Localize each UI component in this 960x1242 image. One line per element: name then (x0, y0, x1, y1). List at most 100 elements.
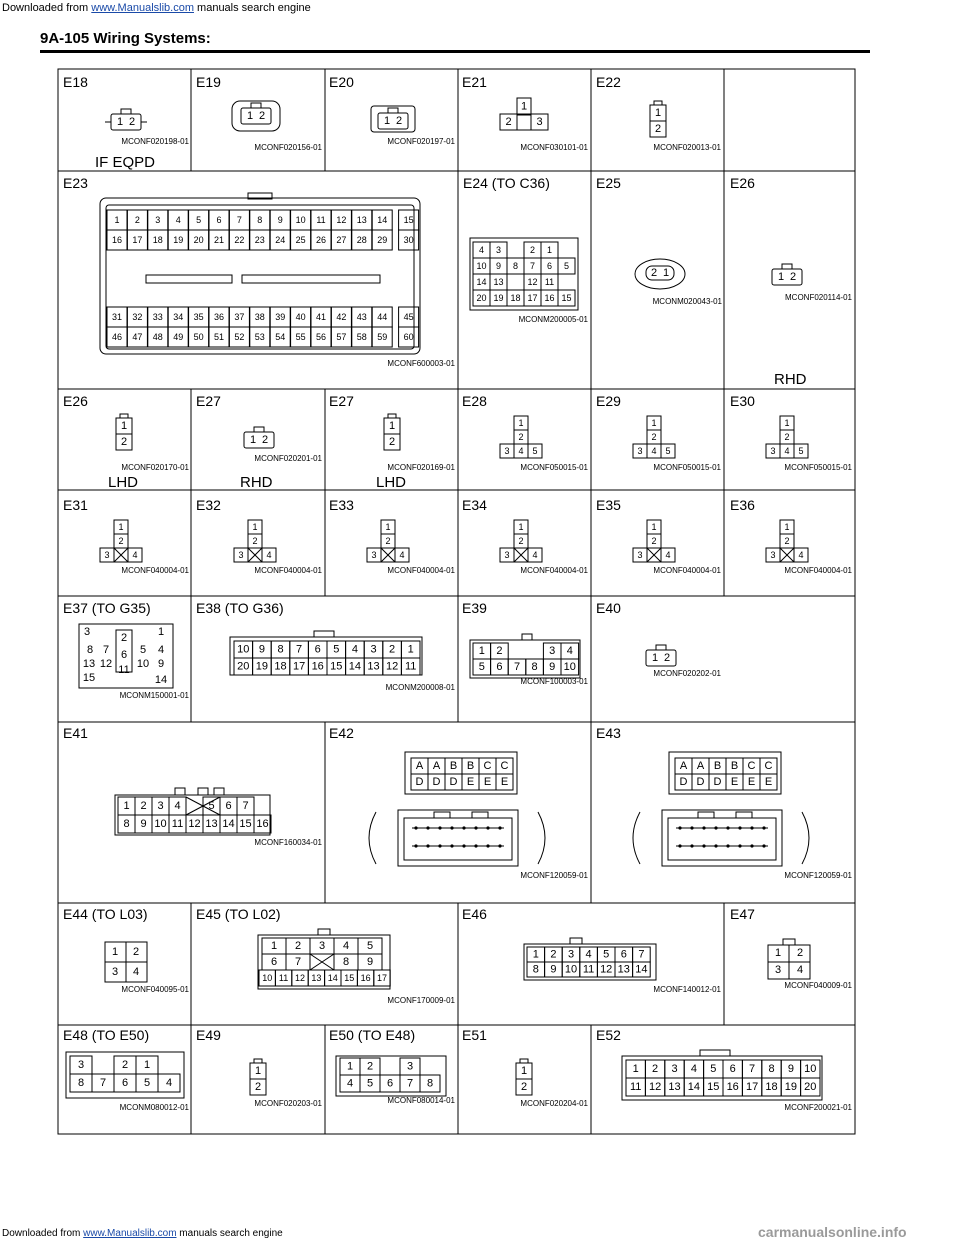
pin-label: 14 (222, 818, 234, 830)
outline-rect (800, 1077, 821, 1097)
pin-dot (462, 844, 466, 848)
pin-label: 6 (225, 800, 231, 812)
pin-label: 12 (188, 818, 200, 830)
pin-label: 2 (518, 536, 523, 546)
pin-label: 34 (173, 312, 183, 322)
outline-rect (557, 257, 576, 275)
pin-dot (462, 826, 466, 830)
outline-rect (781, 263, 793, 270)
pin-label: 6 (496, 661, 502, 673)
connector-label: E40 (596, 600, 621, 616)
bracket-left (368, 811, 377, 865)
manualslib-link[interactable]: www.Manualslib.com (91, 2, 194, 14)
pin-label: 3 (84, 626, 90, 638)
pin-label: 1 (247, 110, 253, 122)
outline-rect (495, 773, 514, 791)
pin-label: 4 (343, 940, 349, 952)
pin-label: 17 (746, 1081, 758, 1093)
pin-label: 6 (315, 644, 321, 656)
outline-rect (157, 1073, 181, 1093)
pin-label: 13 (618, 964, 630, 976)
part-code: MCONM020043-01 (653, 297, 723, 306)
part-code: MCONF020198-01 (121, 137, 189, 146)
outline-rect (213, 787, 225, 796)
pin-label: 7 (530, 261, 535, 271)
pin-label: 47 (132, 332, 142, 342)
pin-label: 10 (476, 261, 486, 271)
pin-label: 12 (336, 215, 346, 225)
connector-label: E18 (63, 74, 88, 90)
pin-label: 9 (259, 644, 265, 656)
pin-label: 4 (158, 644, 164, 656)
pin-label: 2 (259, 110, 265, 122)
pin-label: 20 (194, 235, 204, 245)
manualslib-footer-link[interactable]: www.Manualslib.com (83, 1228, 177, 1239)
pin-dot (486, 844, 490, 848)
pin-dot (690, 826, 694, 830)
pin-label: 16 (544, 293, 554, 303)
pin-label: 10 (154, 818, 166, 830)
pin-label: 56 (316, 332, 326, 342)
outline-line (113, 547, 129, 563)
pin-label: 14 (635, 964, 647, 976)
outline-rect (313, 630, 335, 638)
pin-dot (690, 844, 694, 848)
pin-label: 5 (532, 446, 537, 456)
pin-label: 6 (216, 215, 221, 225)
pin-label: 50 (194, 332, 204, 342)
pin-label: 1 (633, 1063, 639, 1075)
pin-label: 13 (493, 277, 503, 287)
pin-dot (750, 826, 754, 830)
pin-label: C (501, 760, 509, 772)
pin-label: 7 (514, 661, 520, 673)
bracket-right (801, 811, 810, 865)
download-footer: Downloaded from www.Manualslib.com manua… (2, 1228, 283, 1239)
pin-label: 13 (357, 215, 367, 225)
pin-label: 1 (389, 420, 395, 432)
pin-label: 1 (775, 947, 781, 959)
pin-dot (714, 826, 718, 830)
pin-label: 7 (295, 956, 301, 968)
pin-label: 5 (479, 661, 485, 673)
part-code: MCONF080014-01 (387, 1096, 455, 1105)
pin-label: 27 (336, 235, 346, 245)
part-code: MCONF020156-01 (254, 143, 322, 152)
outline-line (646, 547, 662, 563)
pin-label: 8 (123, 818, 129, 830)
outline-rect (667, 817, 777, 861)
pin-label: 6 (621, 949, 627, 961)
pin-label: 1 (347, 1061, 353, 1073)
pin-label: 3 (112, 966, 118, 978)
part-code: MCONF040095-01 (121, 985, 189, 994)
pin-label: 18 (153, 235, 163, 245)
connector-label: E26 (730, 175, 755, 191)
connector-label: E44 (TO L03) (63, 906, 148, 922)
pin-label: 10 (296, 215, 306, 225)
part-code: MCONF020114-01 (785, 293, 853, 302)
part-code: MCONF020203-01 (254, 1099, 322, 1108)
pin-label: 3 (78, 1059, 84, 1071)
pin-label: 6 (122, 1077, 128, 1089)
pin-label: 7 (296, 644, 302, 656)
pin-label: 26 (316, 235, 326, 245)
pin-label: 1 (252, 522, 257, 532)
pin-label: E (501, 776, 508, 788)
pin-label: 2 (784, 536, 789, 546)
pin-label: 5 (140, 644, 146, 656)
pin-label: 15 (239, 818, 251, 830)
outline-rect (632, 443, 676, 459)
pin-label: 4 (266, 550, 271, 560)
pin-label: 9 (788, 1063, 794, 1075)
outline-rect (519, 1058, 529, 1064)
variant-note: LHD (376, 474, 406, 491)
pin-label: 36 (214, 312, 224, 322)
outline-rect (668, 751, 782, 795)
